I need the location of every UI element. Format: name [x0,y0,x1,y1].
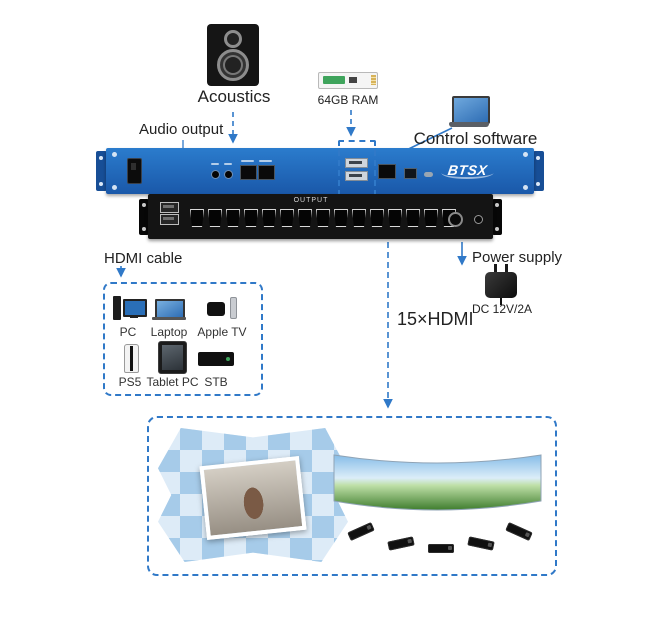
usb-port [160,202,179,213]
power-adapter-icon [481,264,523,305]
usb-c-port [424,172,433,177]
brand-logo: BTSX [446,162,489,178]
ram-chip [323,76,345,84]
ram-die [349,77,357,83]
source-label-pc: PC [119,325,137,339]
hdmi-output-port [208,209,222,227]
dc-power-jack [448,212,463,227]
source-label-apple-tv: Apple TV [197,325,247,339]
hdmi-output-row [190,209,456,227]
screw-hole [523,185,528,190]
pc-monitor-stand [130,315,138,318]
speaker-icon [207,24,259,86]
curved-screen [333,454,542,511]
dc-spec-label: DC 12V/2A [471,302,533,316]
ram-gold-fingers [371,75,376,85]
hdmi-output-port [424,209,438,227]
rj45-port [240,165,257,180]
hdmi-output-port [334,209,348,227]
hdmi-output-port [406,209,420,227]
plug-prong [494,264,497,272]
desktop-pc-icon [113,296,121,320]
usb-port [160,214,179,225]
ram-stick-icon [318,72,378,89]
port-label-silkscreen [211,163,219,165]
stb-icon [198,352,234,366]
screw-hole [112,152,117,157]
video-wall-mosaic [158,428,348,562]
rack-ear-left [139,199,149,235]
laptop-icon [155,299,185,319]
power-supply-label: Power supply [472,249,563,266]
port-label-silkscreen [259,160,272,162]
rack-ear-right [492,199,502,235]
screw-hole [112,185,117,190]
port-label-silkscreen [241,160,254,162]
laptop-icon-base [152,317,186,320]
acoustics-label: Acoustics [197,87,271,106]
laptop-base [449,122,489,127]
laptop-screen [452,96,490,124]
control-laptop-icon [449,96,490,128]
port-label-silkscreen [224,163,232,165]
usb-highlight-dashed-box [338,140,376,196]
hdmi-in-port [404,168,417,179]
curved-screen-panel [333,454,542,511]
hdmi-count-label: 15×HDMI [397,309,474,329]
adapter-cord [500,298,502,305]
adapter-body [485,272,517,298]
hdmi-output-port [244,209,258,227]
speaker-woofer [217,49,249,81]
source-label-ps5: PS5 [118,375,142,389]
apple-tv-icon [207,302,225,316]
audio-jack-port [224,170,233,179]
plug-prong [505,264,508,272]
ram-label: 64GB RAM [317,93,379,107]
hdmi-output-port [298,209,312,227]
output-panel-label: OUTPUT [293,197,329,204]
hdmi-output-port [226,209,240,227]
hdmi-output-port [370,209,384,227]
lan-port [378,164,396,179]
hdmi-output-port [352,209,366,227]
source-label-laptop: Laptop [150,325,188,339]
hdmi-cable-label: HDMI cable [104,250,183,267]
rack-ear-right [533,151,544,191]
hdmi-output-port [190,209,204,227]
usb-port [345,171,368,181]
power-switch [127,158,142,184]
audio-jack-port [211,170,220,179]
control-software-label: Control software [413,129,538,148]
tablet-icon [158,341,187,374]
reset-button [474,215,483,224]
ps5-icon [124,344,139,373]
source-label-stb: STB [204,375,228,389]
hdmi-receiver-icon [428,544,454,553]
audio-output-label: Audio output [139,121,224,138]
source-label-tablet: Tablet PC [146,375,199,389]
hdmi-output-port [388,209,402,227]
usb-port [345,158,368,168]
screw-hole [523,152,528,157]
hdmi-output-port [280,209,294,227]
speaker-tweeter [224,30,242,48]
hdmi-output-port [316,209,330,227]
hdmi-output-port [262,209,276,227]
apple-tv-remote [230,297,237,319]
rack-ear-left [96,151,107,191]
video-wall-photo [199,455,307,541]
rj45-port [258,165,275,180]
